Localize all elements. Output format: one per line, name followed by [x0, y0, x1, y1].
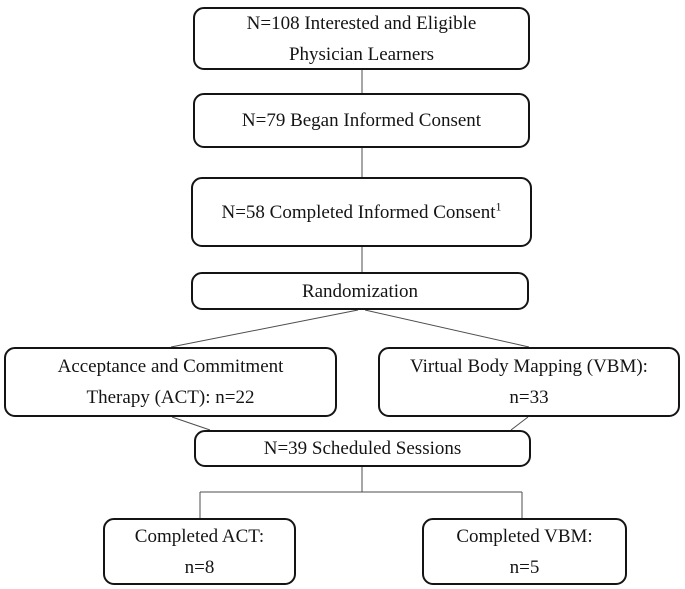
node-text-line: Completed VBM: — [456, 525, 593, 547]
node-text: N=58 Completed Informed Consent — [221, 201, 496, 223]
node-text-line: N=58 Completed Informed Consent1 — [221, 197, 501, 228]
node-text-line: Physician Learners — [288, 43, 435, 65]
flow-node-randomization: Randomization — [191, 272, 529, 310]
node-text-line: Completed ACT: — [134, 525, 265, 547]
footnote-marker: 1 — [495, 199, 502, 214]
flow-node-vbm-arm: Virtual Body Mapping (VBM): n=33 — [378, 347, 680, 417]
flow-node-scheduled-sessions: N=39 Scheduled Sessions — [194, 430, 531, 467]
flow-node-eligible-learners: N=108 Interested and Eligible Physician … — [193, 7, 530, 70]
node-text-line: N=79 Began Informed Consent — [241, 110, 482, 131]
flow-node-completed-act: Completed ACT: n=8 — [103, 518, 296, 585]
node-text-line: Therapy (ACT): n=22 — [86, 387, 255, 408]
node-text-line: n=8 — [184, 556, 215, 578]
flow-node-completed-consent: N=58 Completed Informed Consent1 — [191, 177, 532, 247]
flow-node-completed-vbm: Completed VBM: n=5 — [422, 518, 627, 585]
connector-randomization-to-vbm — [364, 309, 530, 348]
connector-vbm-to-scheduled — [510, 416, 529, 431]
node-text-line: Acceptance and Commitment — [57, 356, 284, 377]
flow-node-began-consent: N=79 Began Informed Consent — [193, 93, 530, 148]
flow-node-act-arm: Acceptance and Commitment Therapy (ACT):… — [4, 347, 337, 417]
node-text-line: n=33 — [509, 387, 549, 408]
node-text-line: n=5 — [509, 556, 540, 578]
connector-randomization-to-act — [170, 309, 359, 348]
node-text-line: Virtual Body Mapping (VBM): — [410, 356, 648, 377]
node-text-line: Randomization — [301, 280, 419, 302]
node-text-line: N=39 Scheduled Sessions — [263, 438, 462, 459]
node-text-line: N=108 Interested and Eligible — [246, 12, 477, 34]
connector-act-to-scheduled — [171, 416, 211, 431]
